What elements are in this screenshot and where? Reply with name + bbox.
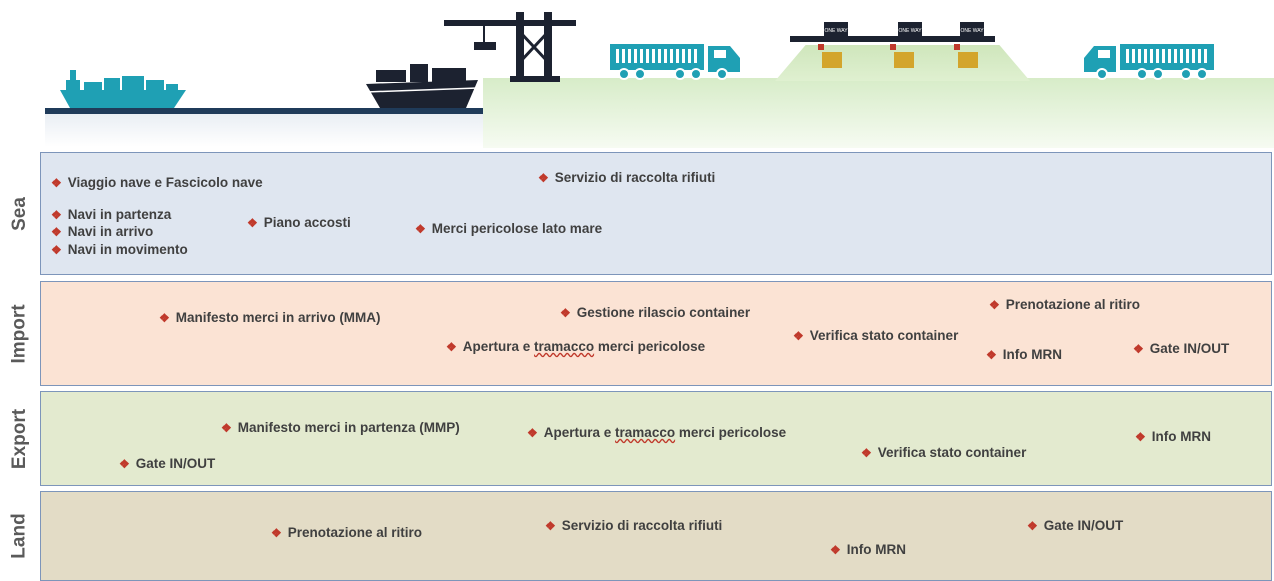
item-info-mrn[interactable]: ❖Info MRN — [830, 542, 906, 557]
item-raccolta-rifiuti[interactable]: ❖Servizio di raccolta rifiuti — [545, 518, 723, 533]
item-verifica-stato[interactable]: ❖Verifica stato container — [793, 328, 959, 343]
item-manifesto-partenza[interactable]: ❖Manifesto merci in partenza (MMP) — [221, 420, 460, 435]
item-prenotazione-ritiro[interactable]: ❖Prenotazione al ritiro — [271, 525, 423, 540]
item-navi-arrivo[interactable]: ❖Navi in arrivo — [51, 224, 154, 239]
item-piano-accosti[interactable]: ❖Piano accosti — [247, 215, 351, 230]
item-gestione-rilascio[interactable]: ❖Gestione rilascio container — [560, 305, 751, 320]
item-manifesto-arrivo[interactable]: ❖Manifesto merci in arrivo (MMA) — [159, 310, 381, 325]
cargo-ship-icon — [366, 64, 479, 108]
item-merci-pericolose-mare[interactable]: ❖Merci pericolose lato mare — [415, 221, 603, 236]
truck-icon — [1084, 44, 1214, 80]
svg-text:ONE WAY: ONE WAY — [898, 28, 922, 34]
item-gate-in-out[interactable]: ❖Gate IN/OUT — [119, 456, 216, 471]
land-area — [483, 78, 1274, 148]
section-label-land: Land — [9, 513, 31, 559]
item-viaggio-nave[interactable]: ❖Viaggio nave e Fascicolo nave — [51, 175, 263, 190]
svg-text:ONE WAY: ONE WAY — [960, 28, 984, 34]
export-section: ❖Manifesto merci in partenza (MMP) ❖Aper… — [40, 391, 1272, 486]
item-info-mrn[interactable]: ❖Info MRN — [986, 347, 1062, 362]
svg-text:ONE WAY: ONE WAY — [824, 28, 848, 34]
gate-icon: ONE WAY ONE WAY ONE WAY — [790, 22, 995, 68]
sea-area — [45, 112, 485, 147]
sea-section: ❖Viaggio nave e Fascicolo nave ❖Servizio… — [40, 152, 1272, 275]
item-info-mrn[interactable]: ❖Info MRN — [1135, 429, 1211, 444]
item-apertura-tramacco[interactable]: ❖Apertura e tramacco merci pericolose — [527, 425, 787, 440]
section-label-sea: Sea — [9, 196, 30, 231]
section-label-export: Export — [9, 408, 30, 469]
land-section: ❖Prenotazione al ritiro ❖Servizio di rac… — [40, 491, 1272, 581]
water-line — [45, 108, 485, 114]
item-verifica-stato[interactable]: ❖Verifica stato container — [861, 445, 1027, 460]
item-navi-movimento[interactable]: ❖Navi in movimento — [51, 242, 188, 257]
truck-icon — [610, 44, 740, 80]
item-apertura-tramacco[interactable]: ❖Apertura e tramacco merci pericolose — [446, 339, 706, 354]
item-navi-partenza[interactable]: ❖Navi in partenza — [51, 207, 172, 222]
port-illustration: ONE WAY ONE WAY ONE WAY — [0, 0, 1274, 150]
item-raccolta-rifiuti[interactable]: ❖Servizio di raccolta rifiuti — [538, 170, 716, 185]
section-label-import: Import — [9, 303, 31, 364]
container-ship-icon — [60, 70, 186, 108]
import-section: ❖Manifesto merci in arrivo (MMA) ❖Gestio… — [40, 281, 1272, 386]
item-gate-in-out[interactable]: ❖Gate IN/OUT — [1027, 518, 1124, 533]
item-gate-in-out[interactable]: ❖Gate IN/OUT — [1133, 341, 1230, 356]
item-prenotazione-ritiro[interactable]: ❖Prenotazione al ritiro — [989, 297, 1141, 312]
crane-icon — [444, 12, 576, 82]
